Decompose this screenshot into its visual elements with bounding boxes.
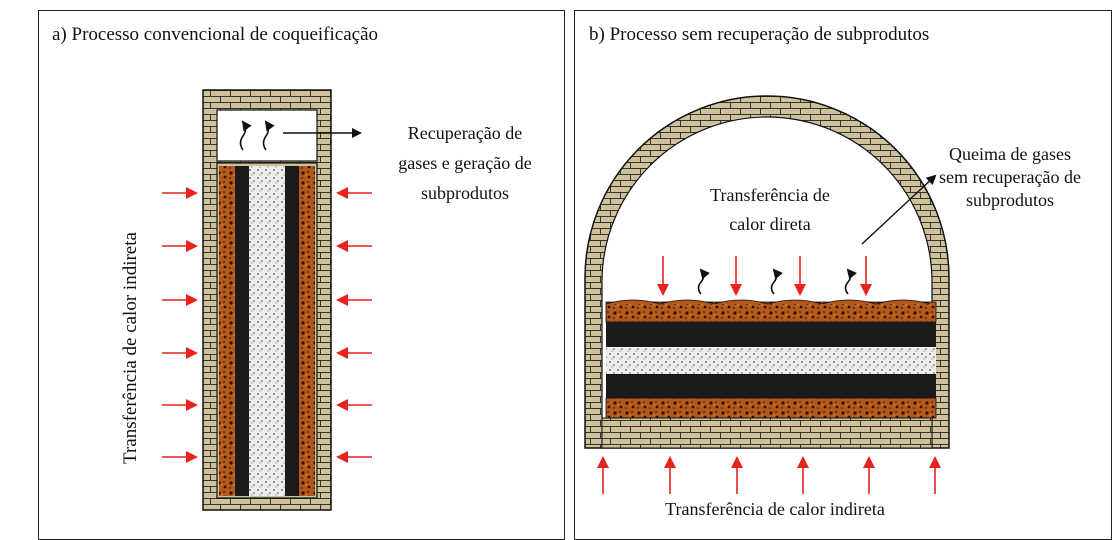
coke-layer-bottom — [605, 397, 937, 419]
indirect-heat-arrows — [597, 456, 941, 494]
burn-label-line3: subprodutos — [965, 190, 1054, 210]
burn-label-line1: Queima de gases — [949, 144, 1071, 164]
center-charge — [249, 166, 285, 496]
coal-layer-bottom — [606, 374, 936, 398]
panel-a-title: a) Processo convencional de coqueificaçã… — [52, 24, 379, 45]
recovery-label-line2: gases e geração de — [398, 153, 532, 173]
heat-arrows-left — [162, 187, 198, 463]
burn-arrow-icon — [861, 174, 937, 245]
gas-wisp-icon — [262, 120, 275, 151]
coke-layer-right — [299, 166, 315, 496]
coal-layer-top — [606, 322, 936, 347]
gas-wisp-icon — [697, 268, 710, 295]
gas-wisp-icon — [239, 120, 252, 151]
vertical-oven — [202, 89, 362, 511]
direct-heat-arrows — [657, 256, 872, 296]
center-charge — [606, 347, 936, 374]
direct-transfer-label-line2: calor direta — [729, 214, 811, 234]
direct-transfer-label-line1: Transferência de — [710, 185, 830, 205]
recovery-label-line3: subprodutos — [420, 183, 509, 203]
gas-wisp-icon — [844, 268, 857, 295]
coke-layer-top — [605, 301, 937, 323]
indirect-transfer-label-a: Transferência de calor indireta — [120, 232, 141, 464]
burn-label-line2: sem recuperação de — [939, 167, 1081, 187]
heat-arrows-right — [336, 187, 372, 463]
horizontal-oven — [584, 95, 950, 449]
gas-wisp-icon — [770, 268, 783, 295]
indirect-transfer-label-b: Transferência de calor indireta — [665, 499, 885, 519]
panel-b-title: b) Processo sem recuperação de subprodut… — [589, 24, 930, 45]
coal-layer-right — [285, 166, 299, 496]
coke-oven-diagram — [162, 89, 950, 511]
coal-layer-left — [235, 166, 249, 496]
coke-layer-left — [219, 166, 235, 496]
recovery-label-line1: Recuperação de — [407, 123, 523, 143]
